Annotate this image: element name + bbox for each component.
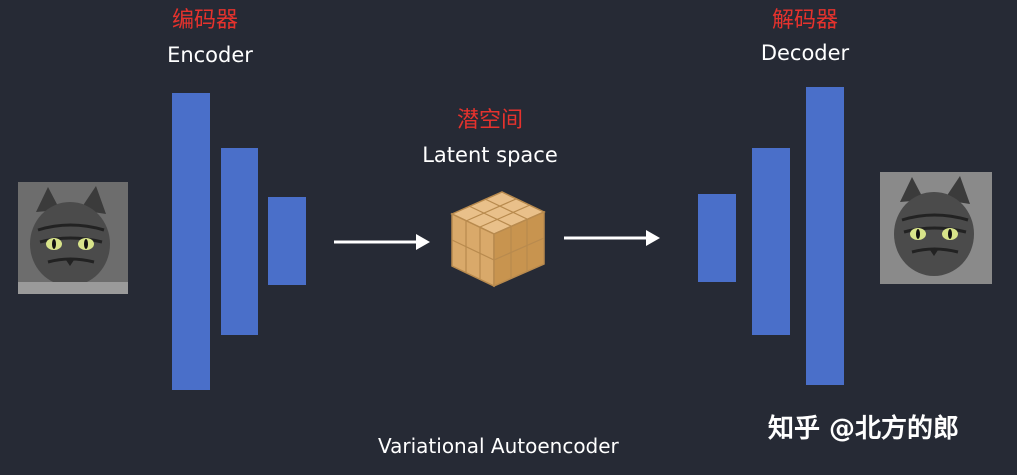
decoder-label-zh: 解码器 [771,8,838,33]
cat-photo-icon [18,182,128,294]
encoder-label-zh: 编码器 [171,8,238,33]
decoder-layer-3 [806,87,844,385]
output-cat-image [880,172,992,284]
encoder-layer-2 [221,148,258,335]
latent-label-en: Latent space [422,143,558,167]
arrow-right-icon [334,234,430,250]
input-cat-image [18,182,128,294]
decoder-layer-1 [698,194,736,282]
latent-label-zh: 潜空间 [456,108,523,133]
decoder-label-en: Decoder [760,41,850,65]
encoder-label-en: Encoder [167,43,253,67]
watermark: 知乎 @北方的郎 [768,414,960,444]
diagram-title: Variational Autoencoder [378,434,619,458]
cat-photo-icon [880,172,992,284]
cube-icon [450,191,546,288]
encoder-layer-1 [172,93,210,390]
decoder-layer-2 [752,148,790,335]
encoder-layer-3 [268,197,306,285]
arrow-right-icon [564,230,660,246]
